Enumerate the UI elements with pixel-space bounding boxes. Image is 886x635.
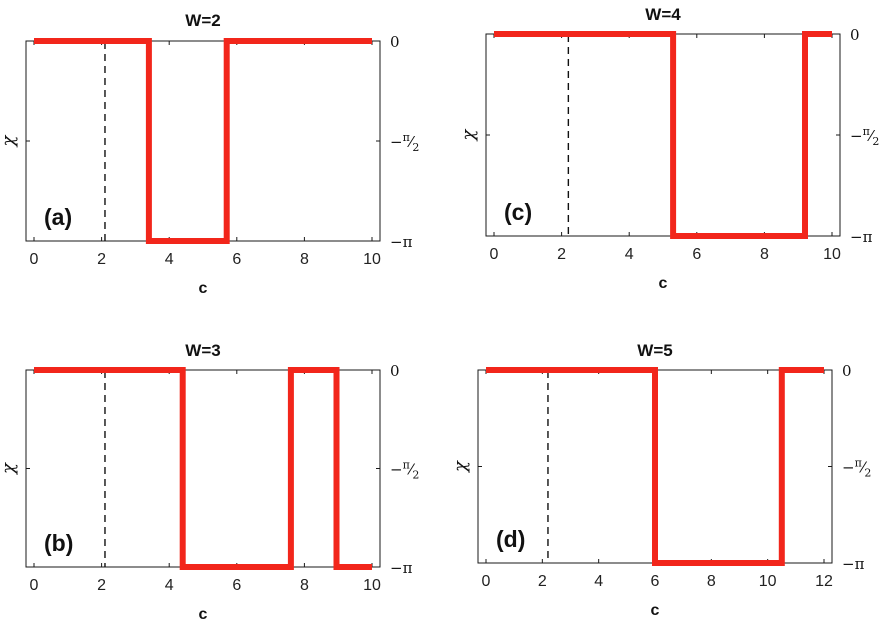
panel-title: W=5: [637, 341, 672, 360]
x-tick-label: 0: [490, 246, 499, 263]
panel-b: 0 2 4 6 8 10 0 −π⁄2 −π W=3 c χ (b): [0, 341, 419, 623]
x-axis-label: c: [199, 280, 208, 297]
x-tick-label: 0: [482, 573, 491, 590]
x-tick-label: 12: [815, 573, 833, 590]
panel-letter: (d): [496, 526, 525, 552]
x-tick-label: 10: [363, 577, 381, 594]
chi-step-line: [494, 31, 832, 239]
x-tick-label: 2: [557, 246, 566, 263]
x-tick-label: 0: [30, 577, 39, 594]
x-tick-label: 6: [692, 246, 701, 263]
x-tick-label: 4: [165, 251, 174, 268]
panel-c: 0 2 4 6 8 10 0 −π⁄2 −π W=4 c χ (c): [458, 5, 879, 292]
x-tick-label: 4: [594, 573, 603, 590]
plot-frame: [485, 33, 841, 237]
x-tick-label: 10: [823, 246, 841, 263]
y-tick-label: −π: [390, 233, 413, 251]
y-tick-label: −π⁄2: [842, 457, 871, 480]
panel-letter: (b): [44, 530, 73, 556]
y-tick-label: 0: [850, 26, 860, 44]
chi-step-line: [34, 38, 372, 244]
y-tick-label: −π: [842, 555, 865, 573]
y-tick-label: −π⁄2: [850, 125, 879, 148]
y-axis-label: χ: [450, 460, 471, 474]
x-axis-label: c: [651, 602, 660, 619]
x-tick-label: 8: [760, 246, 769, 263]
x-tick-label: 2: [97, 577, 106, 594]
panel-letter: (c): [504, 199, 532, 225]
x-tick-label: 6: [232, 577, 241, 594]
panel-a: 0 2 4 6 8 10 0 −π⁄2 −π W=2 c χ (a): [0, 11, 419, 297]
x-axis-label: c: [199, 606, 208, 623]
x-tick-label: 6: [651, 573, 660, 590]
panel-title: W=2: [185, 11, 220, 30]
y-axis-label: χ: [0, 462, 19, 476]
x-tick-label: 4: [625, 246, 634, 263]
x-tick-label: 10: [759, 573, 777, 590]
y-tick-label: −π⁄2: [390, 131, 419, 154]
y-axis-label: χ: [0, 134, 19, 148]
y-tick-label: −π: [390, 559, 413, 577]
y-tick-label: −π⁄2: [390, 459, 419, 482]
panel-d: 0 2 4 6 8 10 12 0 −π⁄2 −π W=5 c χ (d): [450, 341, 871, 619]
x-axis-label: c: [659, 275, 668, 292]
y-tick-label: 0: [842, 362, 852, 380]
x-tick-label: 2: [97, 251, 106, 268]
panel-title: W=3: [185, 341, 220, 360]
y-tick-label: 0: [390, 362, 400, 380]
x-tick-label: 8: [707, 573, 716, 590]
y-tick-label: 0: [390, 33, 400, 51]
x-tick-label: 0: [30, 251, 39, 268]
panel-letter: (a): [44, 204, 72, 230]
plot-frame: [25, 40, 381, 242]
x-tick-label: 6: [232, 251, 241, 268]
x-tick-label: 8: [300, 577, 309, 594]
x-tick-label: 8: [300, 251, 309, 268]
panel-title: W=4: [645, 5, 681, 24]
x-tick-label: 4: [165, 577, 174, 594]
chi-step-line: [486, 367, 824, 566]
chi-step-line: [34, 367, 372, 570]
x-tick-label: 2: [538, 573, 547, 590]
y-axis-label: χ: [458, 128, 479, 142]
y-tick-label: −π: [850, 228, 873, 246]
x-tick-label: 10: [363, 251, 381, 268]
plot-frame: [25, 369, 381, 568]
